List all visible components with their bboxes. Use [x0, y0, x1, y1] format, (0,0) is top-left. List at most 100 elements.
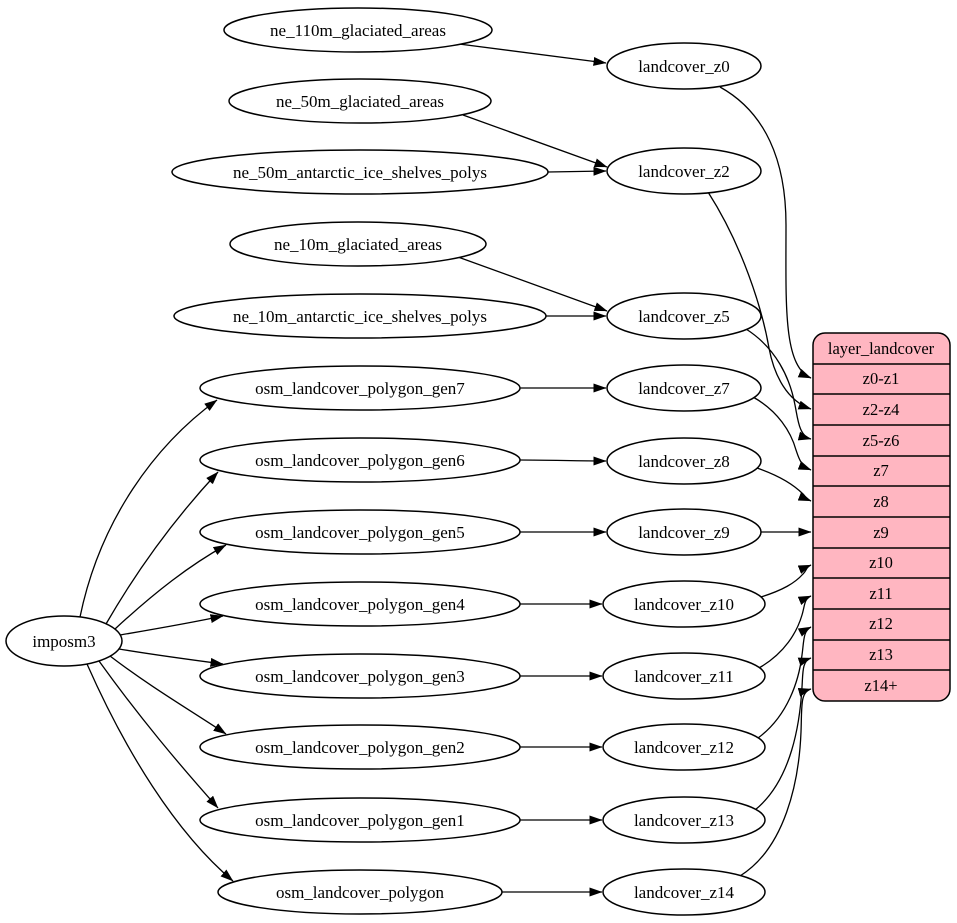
node-osm-landcover-polygon: osm_landcover_polygon — [217, 869, 503, 915]
node-ellipse — [602, 652, 766, 700]
edge-ne-50m-antarctic-ice-shelves-polys-to-landcover-z2 — [547, 166, 607, 176]
edge-landcover-z14-to-row-z14plus — [739, 687, 812, 877]
node-ne-50m-antarctic-ice-shelves-polys: ne_50m_antarctic_ice_shelves_polys — [171, 149, 549, 195]
node-ellipse — [606, 508, 762, 556]
table-row-z5-z6: z5-z6 — [863, 431, 900, 450]
node-label: landcover_z2 — [638, 162, 730, 181]
edge-imposm3-to-osm-landcover-polygon-gen2 — [109, 655, 227, 735]
edge-landcover-z8-to-row-z8 — [756, 467, 812, 502]
node-ellipse — [199, 724, 521, 770]
node-label: landcover_z10 — [634, 595, 734, 614]
node-ellipse — [228, 78, 492, 124]
table-row-z12: z12 — [869, 614, 893, 633]
node-ellipse — [602, 868, 766, 916]
table-title: layer_landcover — [828, 339, 935, 358]
node-label: landcover_z9 — [638, 523, 730, 542]
node-label: osm_landcover_polygon_gen4 — [255, 595, 465, 614]
node-label: osm_landcover_polygon_gen2 — [255, 738, 465, 757]
node-label: landcover_z12 — [634, 738, 734, 757]
node-landcover-z0: landcover_z0 — [606, 42, 762, 90]
node-ellipse — [606, 292, 762, 340]
node-ne-10m-glaciated-areas: ne_10m_glaciated_areas — [229, 221, 487, 267]
edge-landcover-z7-to-row-z7 — [752, 396, 812, 471]
node-landcover-z13: landcover_z13 — [602, 796, 766, 844]
node-ellipse — [602, 580, 766, 628]
table-row-z9: z9 — [873, 523, 889, 542]
node-ellipse — [606, 147, 762, 195]
node-label: landcover_z11 — [634, 667, 733, 686]
edge-ne-110m-glaciated-areas-to-landcover-z0 — [458, 43, 607, 66]
edge-imposm3-to-osm-landcover-polygon-gen3 — [118, 648, 224, 667]
node-label: ne_110m_glaciated_areas — [270, 21, 446, 40]
edge-imposm3-to-osm-landcover-polygon-gen5 — [114, 544, 227, 630]
node-label: osm_landcover_polygon_gen5 — [255, 523, 465, 542]
node-osm-landcover-polygon-gen2: osm_landcover_polygon_gen2 — [199, 724, 521, 770]
node-ellipse — [173, 293, 547, 339]
node-ellipse — [199, 437, 521, 483]
node-landcover-z14: landcover_z14 — [602, 868, 766, 916]
node-osm-landcover-polygon-gen3: osm_landcover_polygon_gen3 — [199, 653, 521, 699]
node-label: imposm3 — [32, 632, 95, 651]
node-osm-landcover-polygon-gen7: osm_landcover_polygon_gen7 — [199, 365, 521, 411]
node-imposm3: imposm3 — [5, 615, 123, 667]
edge-landcover-z0-to-row-z0-z1 — [719, 86, 812, 379]
edge-imposm3-to-osm-landcover-polygon — [86, 663, 234, 882]
node-landcover-z12: landcover_z12 — [602, 723, 766, 771]
node-label: landcover_z14 — [634, 883, 735, 902]
node-ellipse — [171, 149, 549, 195]
table-row-z2-z4: z2-z4 — [863, 400, 900, 419]
node-ellipse — [606, 364, 762, 412]
node-ellipse — [199, 653, 521, 699]
table-row-z14plus: z14+ — [864, 676, 897, 695]
edge-imposm3-to-osm-landcover-polygon-gen1 — [98, 660, 219, 809]
node-ellipse — [5, 615, 123, 667]
node-ellipse — [199, 365, 521, 411]
table-row-z10: z10 — [869, 553, 893, 572]
node-ne-50m-glaciated-areas: ne_50m_glaciated_areas — [228, 78, 492, 124]
node-label: ne_10m_glaciated_areas — [274, 235, 442, 254]
node-label: osm_landcover_polygon_gen3 — [255, 667, 465, 686]
edges-layer — [79, 43, 812, 897]
node-landcover-z7: landcover_z7 — [606, 364, 762, 412]
edge-landcover-z10-to-row-z10 — [760, 564, 812, 598]
node-osm-landcover-polygon-gen5: osm_landcover_polygon_gen5 — [199, 509, 521, 555]
node-label: ne_50m_antarctic_ice_shelves_polys — [233, 163, 487, 182]
node-ellipse — [606, 42, 762, 90]
node-osm-landcover-polygon-gen6: osm_landcover_polygon_gen6 — [199, 437, 521, 483]
node-landcover-z9: landcover_z9 — [606, 508, 762, 556]
edge-landcover-z12-to-row-z12 — [757, 626, 812, 739]
edge-imposm3-to-osm-landcover-polygon-gen7 — [79, 399, 218, 618]
node-osm-landcover-polygon-gen4: osm_landcover_polygon_gen4 — [199, 581, 521, 627]
edge-osm-landcover-polygon-gen6-to-landcover-z8 — [519, 456, 607, 466]
node-label: landcover_z8 — [638, 452, 730, 471]
node-ne-10m-antarctic-ice-shelves-polys: ne_10m_antarctic_ice_shelves_polys — [173, 293, 547, 339]
node-ellipse — [199, 797, 521, 843]
node-ellipse — [602, 723, 766, 771]
node-ellipse — [199, 509, 521, 555]
node-label: landcover_z7 — [638, 379, 730, 398]
edge-imposm3-to-osm-landcover-polygon-gen4 — [119, 614, 224, 636]
table-row-z13: z13 — [869, 645, 893, 664]
edge-landcover-z5-to-row-z5-z6 — [745, 328, 812, 441]
node-label: landcover_z0 — [638, 57, 730, 76]
node-label: osm_landcover_polygon_gen7 — [255, 379, 465, 398]
table-layer-landcover: layer_landcover z0-z1 z2-z4 z5-z6 z7 z8 … — [812, 332, 951, 702]
node-osm-landcover-polygon-gen1: osm_landcover_polygon_gen1 — [199, 797, 521, 843]
node-label: osm_landcover_polygon_gen6 — [255, 451, 465, 470]
node-label: landcover_z13 — [634, 811, 734, 830]
node-landcover-z8: landcover_z8 — [606, 437, 762, 485]
node-landcover-z2: landcover_z2 — [606, 147, 762, 195]
node-ellipse — [602, 796, 766, 844]
node-ellipse — [606, 437, 762, 485]
node-landcover-z5: landcover_z5 — [606, 292, 762, 340]
table-row-z0-z1: z0-z1 — [863, 369, 900, 388]
edge-imposm3-to-osm-landcover-polygon-gen6 — [105, 471, 219, 625]
node-label: ne_10m_antarctic_ice_shelves_polys — [233, 307, 487, 326]
edge-ne-10m-glaciated-areas-to-landcover-z5 — [457, 256, 608, 312]
table-row-z7: z7 — [873, 461, 889, 480]
node-landcover-z11: landcover_z11 — [602, 652, 766, 700]
node-landcover-z10: landcover_z10 — [602, 580, 766, 628]
edge-landcover-z11-to-row-z11 — [758, 595, 812, 669]
